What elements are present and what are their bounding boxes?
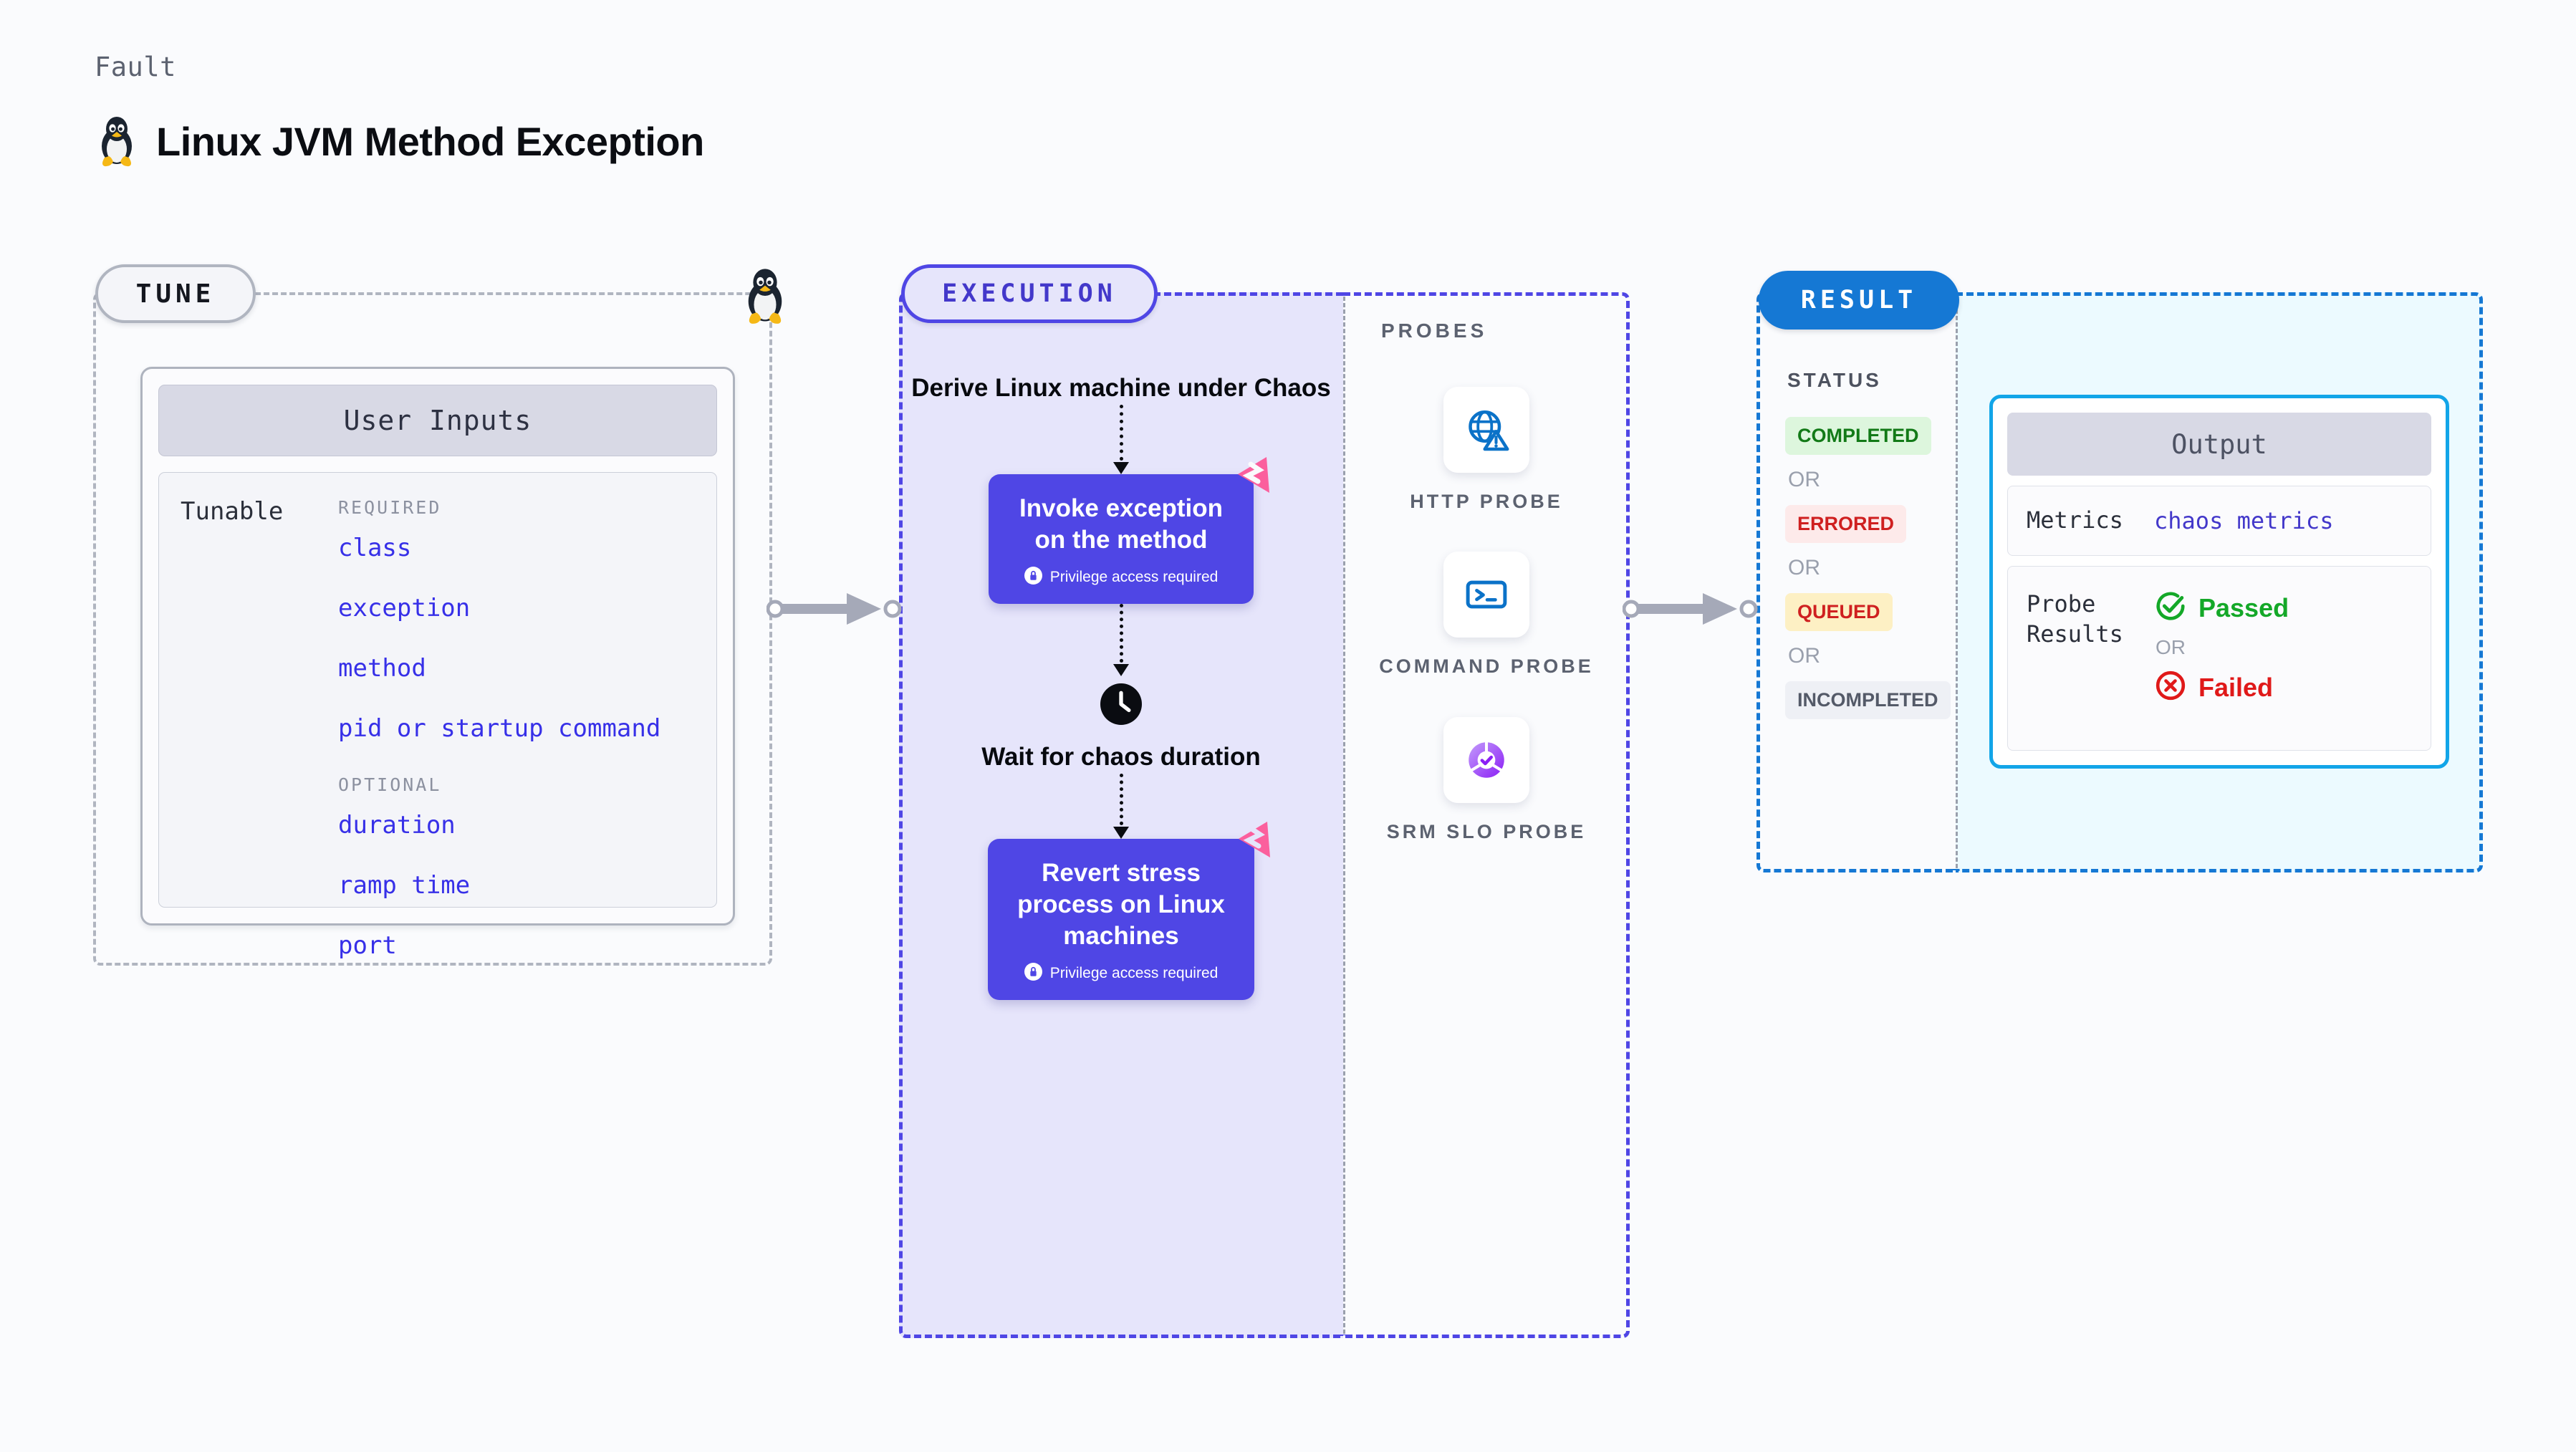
flow-node-revert-stress[interactable]: Revert stress process on Linux machines … (988, 822, 1270, 1001)
probes-title: PROBES (1381, 319, 1488, 342)
failed-label: Failed (2198, 672, 2274, 702)
srm-slo-check-icon (1443, 716, 1529, 803)
tunable-item-ramp-time[interactable]: ramp time (338, 871, 471, 900)
litmus-chaos-icon (1226, 448, 1279, 505)
tunable-item-class[interactable]: class (338, 534, 412, 562)
probe-results-or: OR (2156, 636, 2186, 658)
user-inputs-card: User Inputs Tunable REQUIRED class excep… (140, 367, 735, 960)
flow-connector-1 (1113, 404, 1129, 474)
probe-result-passed: Passed (2154, 590, 2289, 626)
execution-flow: Derive Linux machine under Chaos Invoke … (899, 372, 1343, 1001)
tunable-item-port[interactable]: port (338, 931, 397, 960)
result-status-panel (1756, 292, 1956, 872)
output-card: Output Metrics chaos metrics Probe Resul… (1989, 395, 2449, 769)
probe-label: HTTP PROBE (1410, 491, 1563, 512)
connector-probes-to-result (1622, 587, 1766, 634)
privilege-row: Privilege access required (1024, 567, 1219, 588)
lock-icon (1024, 963, 1042, 984)
user-inputs-title: User Inputs (158, 385, 717, 456)
tune-panel (93, 292, 772, 966)
privilege-text: Privilege access required (1049, 965, 1219, 982)
tunable-item-pid[interactable]: pid or startup command (338, 714, 661, 743)
linux-tux-icon (95, 115, 139, 168)
probe-results-values: Passed OR Failed (2154, 590, 2289, 750)
passed-label: Passed (2198, 592, 2289, 622)
page-kicker: Fault (95, 52, 176, 82)
clock-icon (1100, 683, 1142, 729)
status-badge-queued: QUEUED (1785, 593, 1893, 631)
probe-item-http[interactable]: HTTP PROBE (1410, 387, 1563, 514)
stage-badge-tune[interactable]: TUNE (95, 264, 256, 323)
group-heading-required: REQUIRED (338, 497, 442, 518)
flow-connector-2 (1113, 604, 1129, 677)
probe-label: SRM SLO PROBE (1386, 820, 1587, 842)
privilege-row: Privilege access required (1024, 963, 1219, 984)
flow-node-invoke-exception[interactable]: Invoke exception on the method Privilege… (989, 456, 1269, 605)
probe-item-srm-slo[interactable]: SRM SLO PROBE (1386, 716, 1587, 845)
page-title-row: Linux JVM Method Exception (95, 115, 704, 168)
probe-results-label: Probe Results (2027, 590, 2123, 648)
check-circle-icon (2154, 590, 2187, 626)
output-probe-results-row: Probe Results Passed OR (2007, 566, 2431, 751)
status-or-3: OR (1788, 644, 1820, 668)
stage-badge-result[interactable]: RESULT (1759, 271, 1959, 330)
probes-divider (1343, 297, 1345, 1334)
linux-tux-icon (740, 266, 790, 329)
status-badge-errored: ERRORED (1785, 505, 1907, 543)
result-divider (1956, 297, 1958, 868)
privilege-text: Privilege access required (1049, 569, 1219, 586)
flow-node-label: Revert stress process on Linux machines (1017, 859, 1225, 950)
probe-item-command[interactable]: COMMAND PROBE (1379, 552, 1594, 679)
status-title: STATUS (1787, 369, 1882, 391)
flow-node-wait: Wait for chaos duration (981, 683, 1261, 774)
tunable-label: Tunable (181, 497, 284, 526)
probes-list: HTTP PROBE COMMAND PROBE (1343, 387, 1630, 882)
status-or-2: OR (1788, 556, 1820, 580)
lock-icon (1024, 567, 1042, 588)
page-title: Linux JVM Method Exception (156, 118, 704, 164)
status-badge-completed: COMPLETED (1785, 417, 1931, 455)
output-metrics-row: Metrics chaos metrics (2007, 486, 2431, 556)
probe-label: COMMAND PROBE (1379, 655, 1594, 678)
terminal-icon (1443, 552, 1529, 638)
flow-connector-3 (1113, 774, 1129, 840)
status-list: COMPLETED OR ERRORED OR QUEUED OR INCOMP… (1785, 417, 1951, 719)
flow-node-label: Invoke exception on the method (1019, 494, 1223, 554)
probe-result-failed: Failed (2154, 669, 2289, 706)
output-title: Output (2007, 413, 2431, 476)
x-circle-icon (2154, 669, 2187, 706)
tunable-box: Tunable REQUIRED class exception method … (158, 472, 717, 960)
flow-step-derive: Derive Linux machine under Chaos (911, 374, 1331, 402)
metrics-value[interactable]: chaos metrics (2154, 507, 2334, 534)
group-heading-optional: OPTIONAL (338, 774, 442, 795)
status-or-1: OR (1788, 468, 1820, 491)
globe-warning-icon (1443, 387, 1529, 473)
stage-badge-execution[interactable]: EXECUTION (901, 264, 1158, 323)
tunable-list: REQUIRED class exception method pid or s… (338, 497, 716, 960)
status-badge-incompleted: INCOMPLETED (1785, 681, 1951, 719)
flow-step-wait-label: Wait for chaos duration (981, 743, 1261, 771)
litmus-chaos-icon (1227, 813, 1280, 870)
tunable-item-exception[interactable]: exception (338, 594, 471, 622)
metrics-label: Metrics (2027, 506, 2123, 534)
connector-tune-to-execution (766, 587, 910, 634)
tunable-item-method[interactable]: method (338, 654, 426, 683)
tunable-item-duration[interactable]: duration (338, 811, 456, 840)
